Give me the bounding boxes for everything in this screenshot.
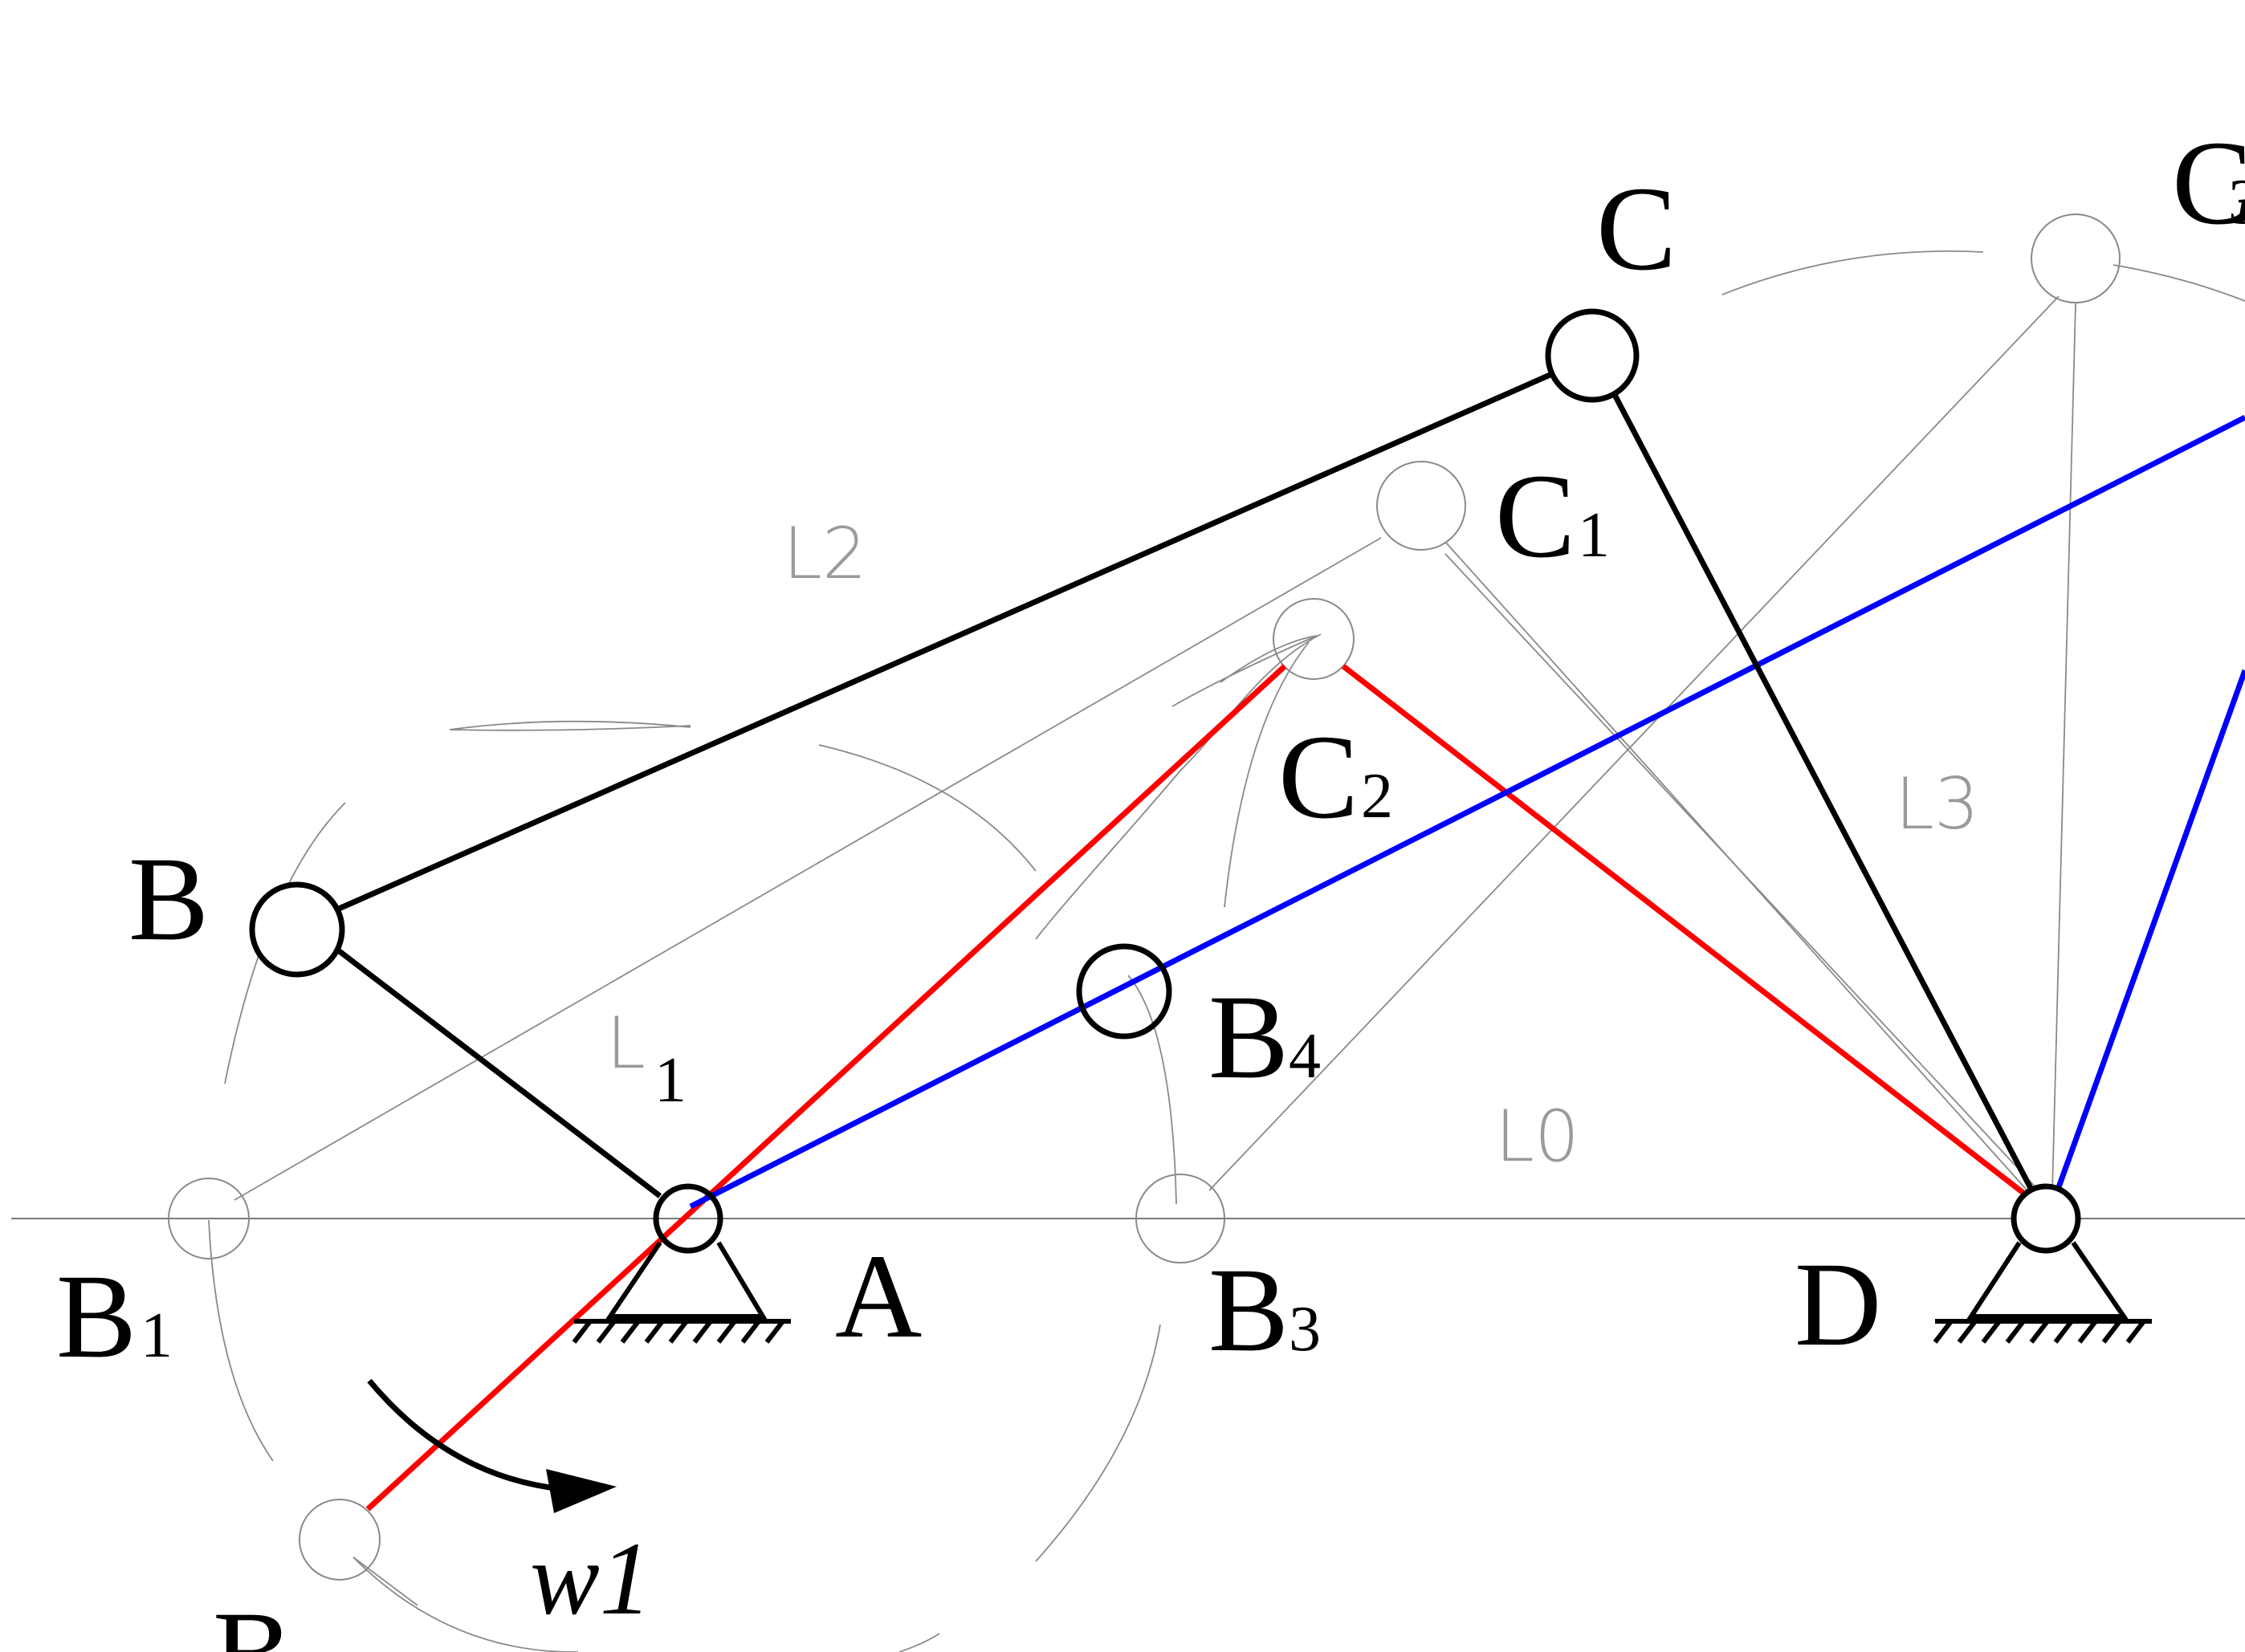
ground-support-A: [572, 1241, 791, 1344]
joint-C2: [1273, 598, 1355, 680]
label-D: D: [1795, 1238, 1881, 1371]
label-C: C: [1596, 162, 1677, 295]
label-B: B: [128, 832, 209, 966]
label-L0: L0: [1495, 1095, 1579, 1178]
joint-C: [1545, 308, 1640, 403]
joint-B4: [1076, 943, 1172, 1040]
red-crank: [365, 664, 1287, 1512]
cad-dimension-labels: L2 L3 L0 L 1: [606, 512, 1979, 1178]
label-B3: B: [1208, 1243, 1289, 1377]
point-labels: B C A D B 1 C 1 C 2 C 3 B 3 B 4 B w1: [56, 116, 2245, 1652]
label-B3-sub: 3: [1289, 1294, 1321, 1365]
label-B1-sub: 1: [141, 1300, 173, 1371]
joint-C3: [2031, 214, 2121, 303]
label-B1: B: [56, 1250, 136, 1383]
label-B4-sub: 4: [1289, 1021, 1321, 1092]
blue-linkage: [689, 414, 2245, 1210]
link-AB: [335, 947, 662, 1198]
joint-A: [653, 1183, 723, 1254]
position-joints: [168, 214, 2121, 1581]
blue-rocker: [2052, 669, 2245, 1198]
red-linkage: [365, 664, 2030, 1512]
label-B2: B: [213, 1587, 293, 1652]
joint-B: [249, 881, 345, 978]
label-omega: w1: [530, 1521, 652, 1637]
ground-support-D: [1933, 1241, 2152, 1344]
joint-B2: [299, 1499, 381, 1581]
arrowhead-icon: [546, 1469, 617, 1513]
joint-C1: [1376, 461, 1466, 551]
joint-D: [2011, 1183, 2081, 1254]
label-L3: L3: [1895, 763, 1979, 845]
label-A: A: [835, 1230, 922, 1363]
label-C1-sub: 1: [1578, 500, 1610, 571]
label-B4: B: [1208, 970, 1289, 1104]
red-rocker: [1341, 664, 2030, 1198]
rotation-arrow: [367, 1378, 617, 1513]
label-L1-sub: 1: [654, 1045, 687, 1116]
blue-coupler: [689, 414, 2245, 1210]
construction-geometry: [208, 250, 2245, 1652]
link-CD: [1611, 392, 2035, 1191]
label-L1: L: [606, 1002, 646, 1084]
link-BC: [337, 370, 1555, 912]
label-C2: C: [1278, 710, 1359, 844]
label-C2-sub: 2: [1361, 761, 1393, 832]
label-C3-sub: 3: [2228, 167, 2245, 238]
label-C1: C: [1495, 450, 1575, 583]
joint-B3: [1135, 1174, 1225, 1263]
label-C3: C: [2172, 116, 2245, 250]
joint-B1: [168, 1178, 250, 1259]
main-linkage: [249, 308, 2081, 1254]
label-L2: L2: [783, 512, 867, 595]
